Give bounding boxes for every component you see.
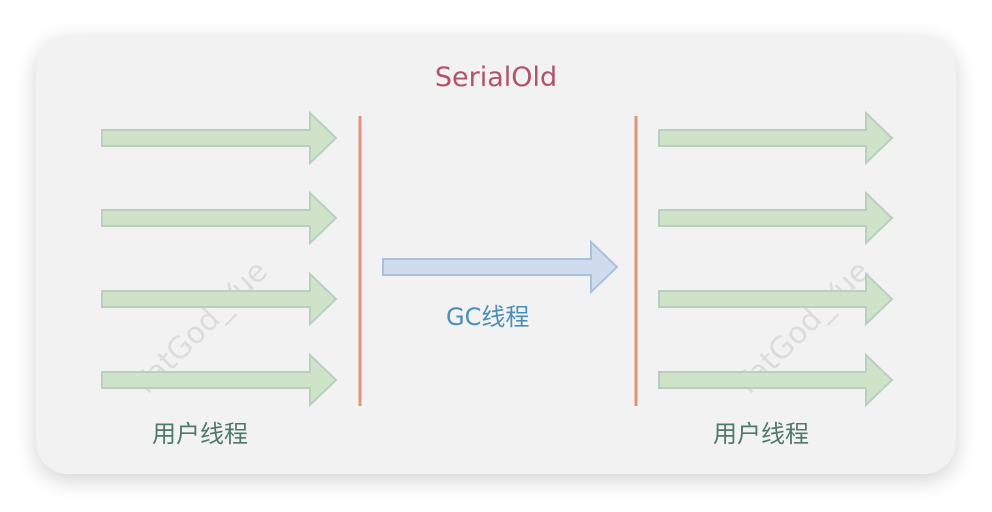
- user-threads-label-left: 用户线程: [152, 420, 248, 448]
- user-threads-label-right: 用户线程: [713, 420, 809, 448]
- diagram-card: [36, 36, 956, 474]
- left-user-thread-arrows: [101, 110, 338, 408]
- user-thread-arrow: [101, 110, 338, 166]
- gc-thread-arrow: [382, 239, 619, 295]
- user-thread-arrow: [101, 190, 338, 246]
- diagram-title: SerialOld: [434, 62, 558, 93]
- user-thread-arrow: [658, 352, 894, 408]
- user-thread-arrow: [101, 352, 338, 408]
- right-user-thread-arrows: [658, 110, 894, 408]
- user-thread-arrow: [101, 271, 338, 327]
- gc-thread-label: GC线程: [446, 303, 530, 331]
- user-thread-arrow: [658, 271, 894, 327]
- user-thread-arrow: [658, 110, 894, 166]
- user-thread-arrow: [658, 190, 894, 246]
- gc-thread-arrows: [382, 239, 619, 295]
